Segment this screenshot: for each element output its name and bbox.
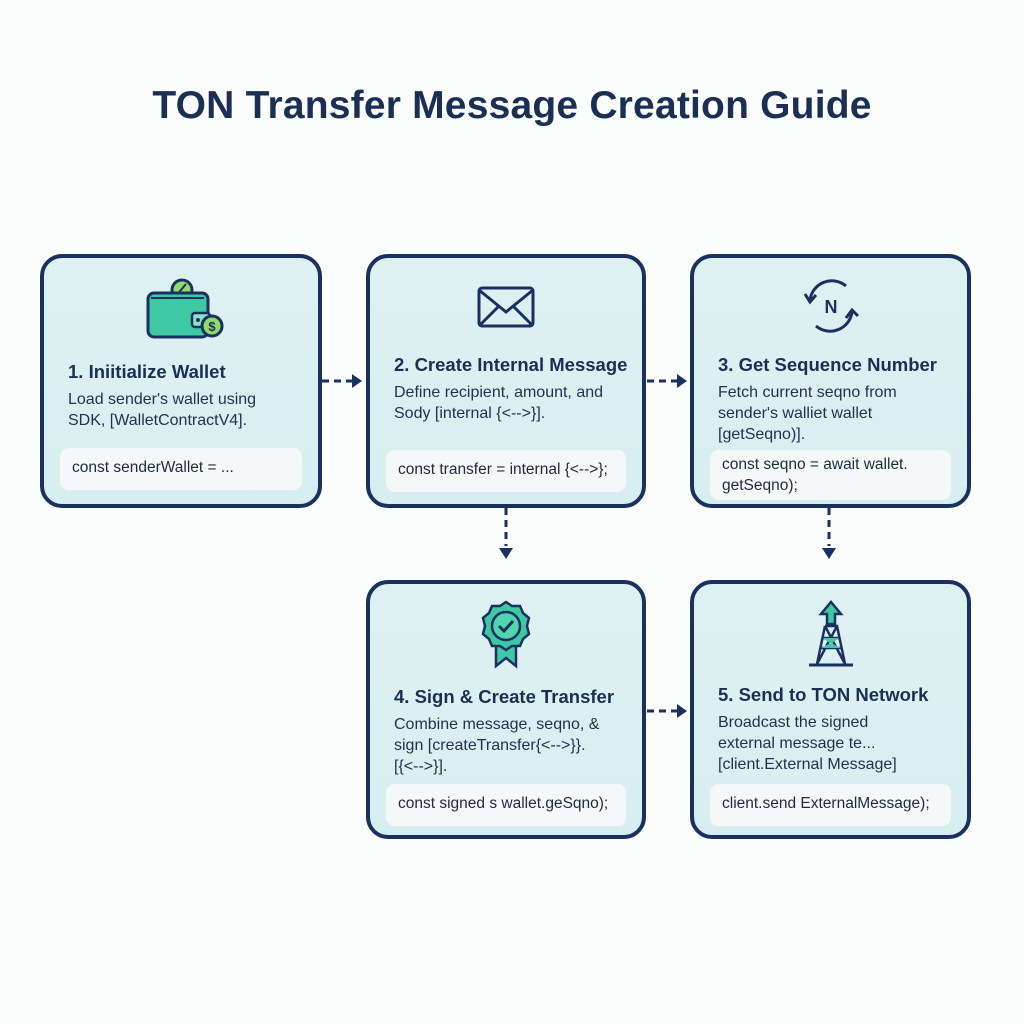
step-desc-line: Define recipient, amount, and bbox=[394, 384, 604, 401]
step-card-5: 5. Send to TON Network Broadcast the sig… bbox=[690, 580, 971, 839]
step-title: 5. Send to TON Network bbox=[718, 684, 929, 705]
step-title: 4. Sign & Create Transfer bbox=[394, 686, 615, 707]
step-desc-line: [{<-->}]. bbox=[394, 758, 448, 775]
code-snippet: const seqno = await wallet. getSeqno); bbox=[710, 450, 951, 500]
arrow-4-to-5 bbox=[647, 704, 687, 718]
step-desc-line: [client.External Message] bbox=[718, 756, 897, 773]
sequence-refresh-icon: N bbox=[694, 276, 967, 336]
arrow-1-to-2 bbox=[322, 374, 362, 388]
svg-text:$: $ bbox=[208, 319, 216, 334]
step-desc-line: sign [createTransfer{<-->}}. bbox=[394, 737, 586, 754]
code-snippet: const transfer = internal {<-->}; bbox=[386, 450, 626, 492]
step-card-4: 4. Sign & Create Transfer Combine messag… bbox=[366, 580, 646, 839]
step-desc-line: SDK, [WalletContractV4]. bbox=[68, 412, 248, 429]
step-desc-line: Load sender's wallet using bbox=[68, 391, 257, 408]
certificate-badge-icon bbox=[370, 598, 642, 669]
step-card-3: N 3. Get Sequence Number Fetch current s… bbox=[690, 254, 971, 508]
step-title: 3. Get Sequence Number bbox=[718, 354, 937, 375]
step-title: 1. Iniitialize Wallet bbox=[68, 361, 226, 382]
transmission-tower-icon bbox=[694, 598, 967, 670]
arrow-3-down bbox=[822, 508, 836, 559]
step-desc-line: Fetch current seqno from bbox=[718, 384, 897, 401]
arrow-2-to-3 bbox=[647, 374, 687, 388]
step-desc-line: external message te... bbox=[718, 735, 876, 752]
svg-text:N: N bbox=[824, 297, 837, 317]
wallet-icon: $ bbox=[44, 276, 318, 339]
step-desc-line: Sody [internal {<-->}]. bbox=[394, 405, 546, 422]
code-snippet: const signed s wallet.geSqno); bbox=[386, 784, 626, 826]
step-desc-line: sender's walliet wallet bbox=[718, 405, 873, 422]
step-desc-line: [getSeqno)]. bbox=[718, 426, 806, 443]
envelope-icon bbox=[370, 276, 642, 336]
step-card-2: 2. Create Internal Message Define recipi… bbox=[366, 254, 646, 508]
code-snippet: client.send ExternalMessage); bbox=[710, 784, 951, 826]
page-title: TON Transfer Message Creation Guide bbox=[152, 84, 872, 127]
step-card-1: $ 1. Iniitialize Wallet Load sender's wa… bbox=[40, 254, 322, 508]
code-snippet: const senderWallet = ... bbox=[60, 448, 302, 490]
step-desc-line: Combine message, seqno, & bbox=[394, 716, 600, 733]
arrow-2-down bbox=[499, 508, 513, 559]
step-title: 2. Create Internal Message bbox=[394, 354, 628, 375]
step-desc-line: Broadcast the signed bbox=[718, 714, 869, 731]
